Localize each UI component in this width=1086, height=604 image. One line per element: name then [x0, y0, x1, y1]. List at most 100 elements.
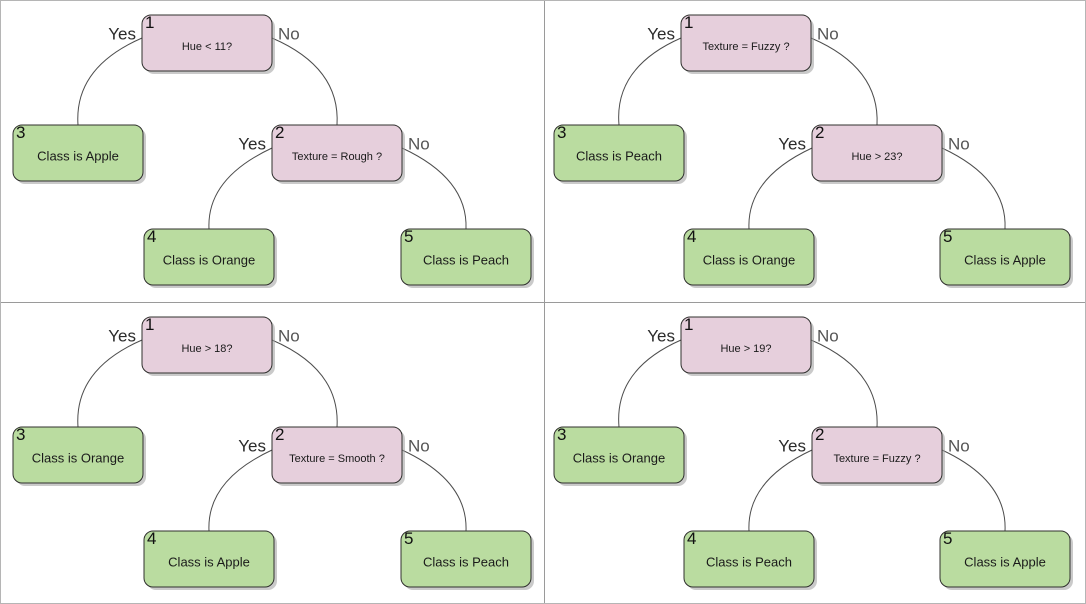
edge-1-no-to-2: [810, 339, 878, 428]
node-number: 3: [16, 425, 25, 444]
edge-2-no-to-5: [941, 449, 1006, 532]
decision-node-rect[interactable]: [141, 14, 273, 72]
node-number: 1: [684, 315, 693, 334]
leaf-node-rect[interactable]: [553, 124, 685, 182]
node-number: 1: [145, 315, 154, 334]
node-number: 5: [404, 529, 413, 548]
branch-label-2-no: No: [948, 436, 970, 455]
decision-node-rect[interactable]: [680, 316, 812, 374]
leaf-node-label: Class is Apple: [168, 554, 250, 569]
decision-node-rect[interactable]: [271, 124, 403, 182]
edge-1-yes-to-3: [618, 339, 682, 428]
decision-node-label: Hue > 19?: [720, 343, 771, 355]
edge-1-no-to-2: [271, 37, 338, 126]
leaf-node-rect[interactable]: [12, 426, 144, 484]
edge-1-no-to-2: [271, 339, 338, 428]
leaf-node-rect[interactable]: [143, 530, 275, 588]
edge-2-yes-to-4: [208, 147, 273, 230]
node-number: 5: [943, 529, 952, 548]
leaf-node-label: Class is Orange: [32, 450, 124, 465]
leaf-node-label: Class is Orange: [573, 450, 665, 465]
leaf-node-label: Class is Peach: [423, 554, 509, 569]
branch-label-2-no: No: [408, 436, 430, 455]
edge-2-no-to-5: [401, 449, 467, 532]
leaf-node-rect[interactable]: [939, 530, 1071, 588]
node-number: 3: [16, 123, 25, 142]
leaf-node-rect[interactable]: [400, 530, 532, 588]
branch-label-1-no: No: [817, 326, 839, 345]
leaf-node-rect[interactable]: [400, 228, 532, 286]
leaf-node-label: Class is Orange: [703, 252, 795, 267]
branch-label-1-yes: Yes: [647, 24, 675, 43]
node-number: 2: [275, 123, 284, 142]
decision-node-rect[interactable]: [680, 14, 812, 72]
node-number: 4: [147, 529, 156, 548]
node-number: 4: [687, 529, 696, 548]
decision-node-label: Texture = Smooth ?: [289, 453, 385, 465]
decision-node-label: Hue > 18?: [181, 343, 232, 355]
edge-2-no-to-5: [401, 147, 467, 230]
decision-node-rect[interactable]: [141, 316, 273, 374]
leaf-node-label: Class is Peach: [706, 554, 792, 569]
node-number: 2: [815, 123, 824, 142]
edge-2-yes-to-4: [748, 449, 813, 532]
node-number: 3: [557, 425, 566, 444]
leaf-node-rect[interactable]: [683, 530, 815, 588]
edge-1-yes-to-3: [618, 37, 682, 126]
branch-label-2-no: No: [948, 134, 970, 153]
leaf-node-label: Class is Peach: [423, 252, 509, 267]
leaf-node-rect[interactable]: [683, 228, 815, 286]
leaf-node-rect[interactable]: [553, 426, 685, 484]
decision-node-rect[interactable]: [811, 124, 943, 182]
branch-label-1-no: No: [278, 24, 300, 43]
decision-node-label: Hue < 11?: [182, 41, 232, 53]
decision-node-label: Texture = Rough ?: [292, 151, 382, 163]
edge-1-yes-to-3: [77, 339, 143, 428]
decision-node-label: Texture = Fuzzy ?: [702, 41, 789, 53]
branch-label-1-yes: Yes: [108, 326, 136, 345]
branch-label-2-yes: Yes: [238, 134, 266, 153]
node-number: 5: [404, 227, 413, 246]
leaf-node-label: Class is Apple: [37, 148, 119, 163]
node-number: 1: [145, 13, 154, 32]
branch-label-2-yes: Yes: [778, 134, 806, 153]
leaf-node-rect[interactable]: [12, 124, 144, 182]
horizontal-divider: [1, 302, 1085, 303]
leaf-node-rect[interactable]: [939, 228, 1071, 286]
branch-label-1-no: No: [278, 326, 300, 345]
edge-1-yes-to-3: [77, 37, 143, 126]
branch-label-1-yes: Yes: [647, 326, 675, 345]
decision-node-rect[interactable]: [271, 426, 403, 484]
edge-1-no-to-2: [810, 37, 878, 126]
branch-label-2-yes: Yes: [238, 436, 266, 455]
decision-node-label: Hue > 23?: [851, 151, 902, 163]
node-number: 4: [147, 227, 156, 246]
edge-2-yes-to-4: [748, 147, 813, 230]
branch-label-2-no: No: [408, 134, 430, 153]
leaf-node-rect[interactable]: [143, 228, 275, 286]
decision-node-rect[interactable]: [811, 426, 943, 484]
